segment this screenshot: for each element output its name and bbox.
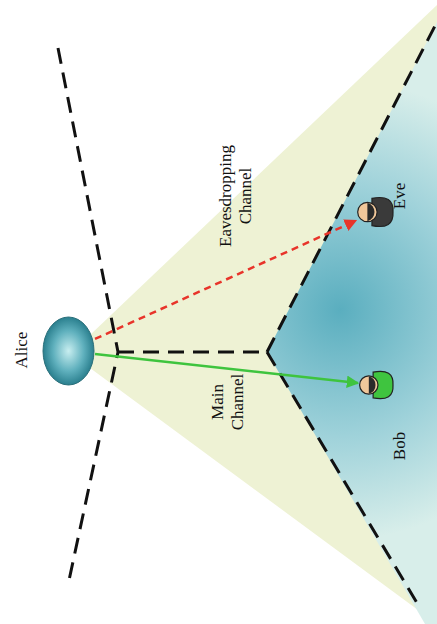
boundary-line <box>267 22 437 352</box>
coverage-cone <box>90 5 437 624</box>
channel-label: Main Channel <box>208 367 247 437</box>
node-label: Bob <box>391 432 410 460</box>
antenna-ellipse <box>42 316 95 386</box>
boundary-line <box>58 48 118 585</box>
target-region <box>267 22 437 624</box>
node-label: Eve <box>391 183 410 209</box>
transmitter-node: Alice <box>42 316 95 386</box>
user-node: Bob <box>358 368 394 402</box>
person-icon <box>358 368 394 402</box>
channel-label: Eavesdropping Channel <box>216 131 255 261</box>
person-icon <box>356 194 394 230</box>
channel-arrow <box>95 354 358 383</box>
node-label: Alice <box>13 332 32 369</box>
boundary-line <box>118 351 267 354</box>
user-node: Eve <box>356 194 394 230</box>
boundary-line <box>267 352 420 608</box>
